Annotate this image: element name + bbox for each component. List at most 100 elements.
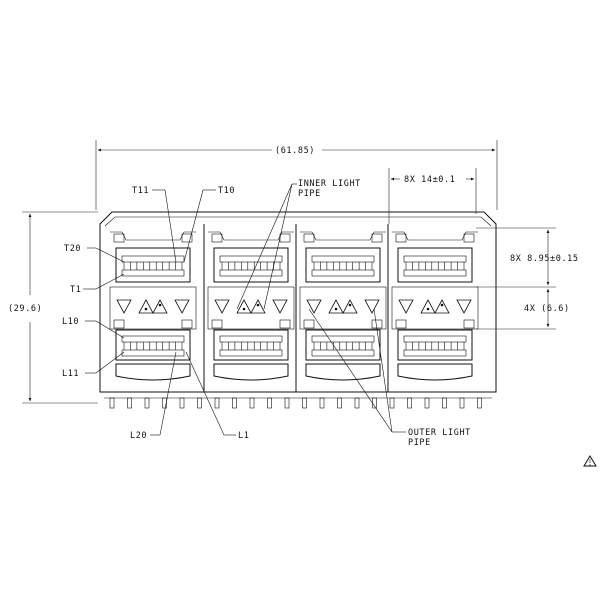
callout-inner-light-pipe-2: PIPE [298, 189, 321, 199]
triangle-down-icon [214, 299, 230, 314]
pin-lead [302, 397, 307, 409]
overall-width-label: (61.85) [275, 146, 315, 156]
port-pitch-dimension: 8X 14±0.1 [388, 168, 477, 224]
triangle-up-icon [342, 299, 358, 314]
led-dot [158, 303, 162, 307]
triangle-up-icon [328, 299, 344, 314]
port-bottom-3 [303, 319, 383, 381]
callouts: T11 T10 T20 T1 L10 L11 L20 L1 INNER LIGH… [62, 179, 470, 448]
cage-tab [211, 233, 223, 243]
triangle-down-icon [398, 299, 414, 314]
latch [300, 231, 386, 241]
overall-height-label: (29.6) [8, 304, 42, 314]
pin-lead [267, 397, 272, 409]
triangle-up-icon [138, 299, 154, 314]
cage-tab [371, 319, 383, 329]
contact-strip [121, 255, 185, 263]
pin-lead [389, 397, 395, 409]
port-cavity [397, 247, 473, 283]
callout-t11: T11 [132, 186, 149, 196]
led-dot [256, 303, 260, 307]
light-pipe-frame [299, 286, 387, 330]
pin-lead [232, 397, 237, 409]
pin-lead [214, 397, 220, 409]
cage-tab [371, 233, 383, 243]
triangle-up-icon [250, 299, 266, 314]
contact-strip [219, 269, 283, 277]
light-pipe-row-1 [109, 286, 197, 330]
pin-lead [407, 397, 412, 409]
port-cavity [115, 247, 191, 283]
cage-tab [395, 319, 407, 329]
cage-tab [181, 233, 193, 243]
pin-lead [109, 397, 115, 409]
triangle-up-icon [236, 299, 252, 314]
light-pipe-frame [109, 286, 197, 330]
cage-tab [181, 319, 193, 329]
cage-tab [463, 319, 475, 329]
connector-housing [99, 211, 497, 399]
callout-inner-light-pipe: INNER LIGHT [298, 179, 361, 189]
contact-strip [311, 255, 375, 263]
latch [213, 363, 289, 381]
contact-strip [219, 349, 283, 357]
callout-l11: L11 [62, 369, 79, 379]
triangle-down-icon [272, 299, 288, 314]
triangle-down-icon [364, 299, 380, 314]
port-bottom-1 [113, 319, 193, 381]
contact-strip [403, 255, 467, 263]
pin-lead [144, 397, 150, 409]
contact-strip [311, 269, 375, 277]
latch [208, 231, 294, 241]
contact-strip [311, 335, 375, 343]
overall-height-dimension: (29.6) [8, 211, 98, 404]
callout-t20: T20 [64, 244, 81, 254]
led-dot [242, 307, 246, 311]
contact-strip [403, 269, 467, 277]
triangle-down-icon [306, 299, 322, 314]
latch [115, 363, 191, 381]
row-pitch-dimension: 8X 8.95±0.15 [476, 227, 578, 288]
port-array [109, 231, 479, 381]
pin-lead [249, 397, 255, 409]
overall-width-dimension: (61.85) [95, 140, 498, 210]
light-pipe-spacing-label: 4X (6.6) [524, 304, 570, 314]
pin-lead [459, 397, 465, 409]
port-top-1 [110, 231, 196, 283]
pin-lead [127, 397, 132, 409]
led-dot [334, 307, 338, 311]
pin-lead [442, 397, 447, 409]
cage-tab [279, 233, 291, 243]
triangle-up-icon [420, 299, 436, 314]
contact-strip [219, 335, 283, 343]
contact-strip [121, 349, 185, 357]
cage-tab [113, 319, 125, 329]
latch [392, 231, 478, 241]
port-cavity [305, 329, 381, 361]
latch [397, 363, 473, 381]
port-cavity [213, 247, 289, 283]
light-pipe-row-2 [207, 286, 295, 330]
cage-tab [113, 233, 125, 243]
led-dot [426, 307, 430, 311]
contact-strip [403, 335, 467, 343]
led-dot [144, 307, 148, 311]
pin-lead [284, 397, 290, 409]
port-top-4 [392, 231, 478, 283]
pin-lead [477, 397, 482, 409]
pin-lead [354, 397, 360, 409]
contact-strip [403, 349, 467, 357]
callout-l10: L10 [62, 317, 79, 327]
cage-tab [211, 319, 223, 329]
cage-tab [279, 319, 291, 329]
latch [305, 363, 381, 381]
pin-lead [337, 397, 342, 409]
port-cavity [213, 329, 289, 361]
note-flag-icon [583, 455, 597, 467]
cage-tab [395, 233, 407, 243]
port-pitch-label: 8X 14±0.1 [404, 175, 455, 185]
contact-strip [311, 349, 375, 357]
triangle-down-icon [116, 299, 132, 314]
light-pipe-row-3 [299, 286, 387, 330]
